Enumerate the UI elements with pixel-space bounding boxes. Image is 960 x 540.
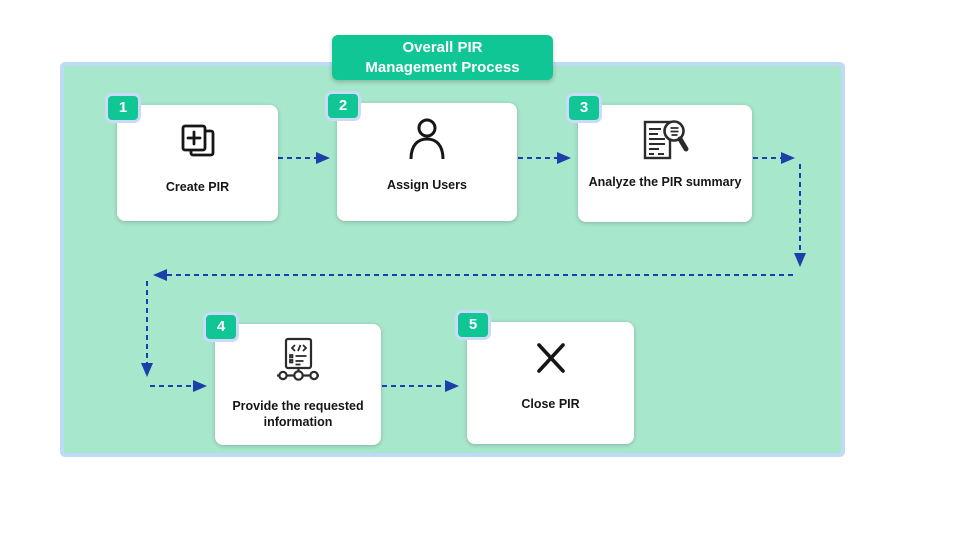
step-label: Close PIR <box>521 397 580 411</box>
step-card-analyze-summary[interactable]: 3 Analyze the PIR summary <box>566 93 752 222</box>
add-document-icon <box>179 116 217 166</box>
step-label: Provide the requested information <box>232 399 364 429</box>
title-line-2: Management Process <box>365 58 520 76</box>
step-number-badge: 3 <box>566 93 602 123</box>
step-number-badge: 2 <box>325 91 361 121</box>
step-card-provide-information[interactable]: 4 <box>203 312 381 445</box>
step-number-badge: 1 <box>105 93 141 123</box>
process-title-badge: Overall PIR Management Process <box>332 35 553 80</box>
step-label: Analyze the PIR summary <box>588 175 742 189</box>
code-document-network-icon <box>274 335 322 385</box>
title-line-1: Overall PIR <box>402 38 483 56</box>
close-x-icon <box>531 333 571 383</box>
step-card-close-pir[interactable]: 5 Close PIR <box>455 310 634 444</box>
step-label: Create PIR <box>165 180 230 194</box>
step-card-assign-users[interactable]: 2 Assign Users <box>325 91 517 221</box>
step-number-badge: 5 <box>455 310 491 340</box>
step-card-create-pir[interactable]: 1 Create PIR <box>105 93 278 221</box>
user-icon <box>406 114 448 164</box>
step-number-badge: 4 <box>203 312 239 342</box>
document-search-icon <box>639 116 691 168</box>
step-label: Assign Users <box>387 178 467 192</box>
